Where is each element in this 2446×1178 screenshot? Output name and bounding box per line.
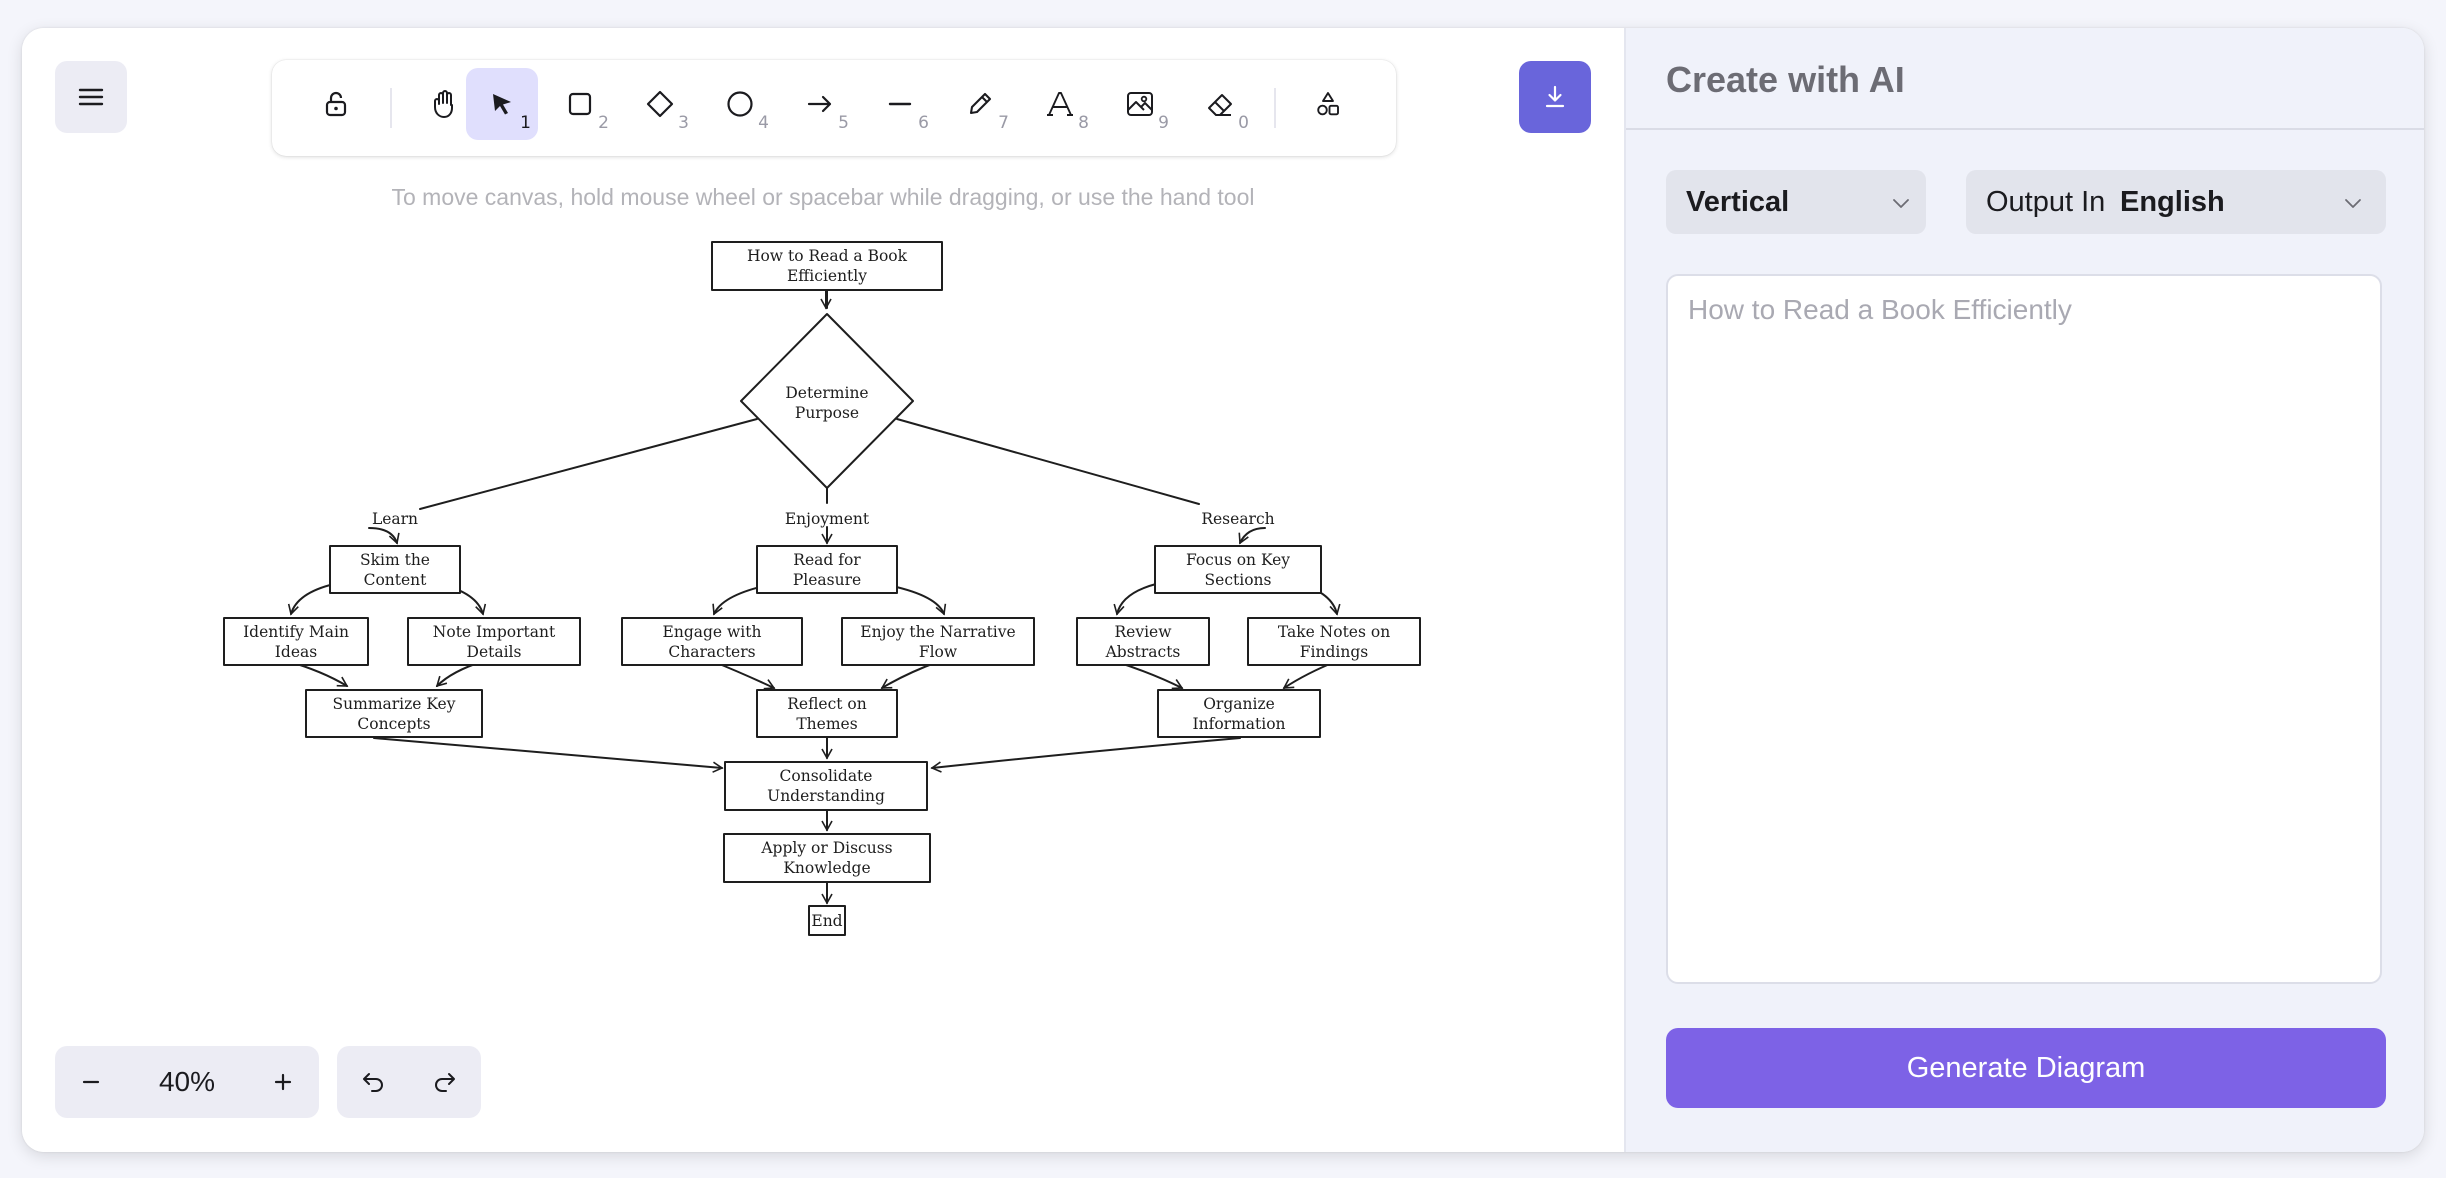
shortcut-key: 2 — [598, 113, 609, 133]
eraser-icon — [1208, 94, 1232, 116]
zoom-level[interactable]: 40% — [158, 1066, 216, 1097]
prompt-input[interactable] — [1666, 274, 2382, 984]
plus-icon — [274, 1073, 292, 1091]
node-end-label: End — [811, 912, 842, 930]
hamburger-menu-icon — [78, 88, 104, 106]
shortcut-key: 3 — [678, 113, 689, 133]
panel-title: Create with AI — [1666, 59, 1905, 100]
lock-tool[interactable] — [300, 68, 372, 140]
draw-tool[interactable]: 7 — [944, 68, 1016, 140]
ai-panel: Create with AI Vertical Output In Englis… — [1624, 28, 2424, 1152]
shortcut-key: 4 — [758, 113, 769, 133]
shortcut-key: 9 — [1158, 113, 1169, 133]
eraser-tool[interactable]: 0 — [1184, 68, 1256, 140]
toolbar: 1 2 3 4 — [272, 60, 1396, 156]
diamond-tool[interactable]: 3 — [624, 68, 696, 140]
zoom-controls: 40% — [55, 1046, 319, 1118]
shapes-icon — [1317, 92, 1339, 116]
output-label: Output In — [1986, 186, 2106, 218]
app-window: 1 2 3 4 — [22, 28, 2424, 1152]
shortcut-key: 1 — [520, 113, 531, 133]
undo-icon — [363, 1073, 383, 1092]
lock-open-icon — [325, 91, 347, 117]
toolbar-divider — [390, 88, 392, 128]
main-menu-button[interactable] — [55, 61, 127, 133]
ellipse-tool[interactable]: 4 — [704, 68, 776, 140]
line-tool[interactable]: 6 — [864, 68, 936, 140]
shortcut-key: 7 — [998, 113, 1009, 133]
shortcut-key: 0 — [1238, 113, 1249, 133]
shortcut-key: 8 — [1078, 113, 1089, 133]
arrow-right-icon — [807, 95, 832, 113]
edge-label-learn: Learn — [372, 510, 418, 528]
shortcut-key: 6 — [918, 113, 929, 133]
redo-button[interactable] — [409, 1046, 481, 1118]
shortcut-key: 5 — [838, 113, 849, 133]
generate-diagram-button[interactable]: Generate Diagram — [1666, 1028, 2386, 1108]
edge-label-enjoyment: Enjoyment — [785, 510, 870, 528]
toolbar-divider — [1274, 88, 1276, 128]
text-tool[interactable]: 8 — [1024, 68, 1096, 140]
zoom-out-button[interactable] — [55, 1046, 127, 1118]
edge-label-research: Research — [1201, 510, 1274, 528]
ellipse-icon — [727, 91, 753, 117]
minus-icon — [82, 1080, 100, 1084]
output-language-value: English — [2120, 186, 2225, 218]
download-icon — [1545, 85, 1565, 108]
image-tool[interactable]: 9 — [1104, 68, 1176, 140]
line-icon — [888, 102, 912, 106]
redo-icon — [435, 1073, 455, 1092]
rectangle-tool[interactable]: 2 — [544, 68, 616, 140]
canvas-hint: To move canvas, hold mouse wheel or spac… — [391, 184, 1255, 210]
direction-value: Vertical — [1686, 186, 1790, 218]
diamond-icon — [646, 90, 674, 118]
panel-divider — [1626, 128, 2424, 130]
arrow-tool[interactable]: 5 — [784, 68, 856, 140]
pencil-icon — [969, 92, 992, 115]
chevron-down-icon — [2345, 199, 2361, 208]
cursor-arrow-icon — [493, 94, 511, 115]
selection-tool[interactable]: 1 — [466, 68, 538, 140]
chevron-down-icon — [1893, 199, 1909, 208]
direction-select[interactable]: Vertical — [1666, 170, 1926, 234]
hand-tool[interactable] — [408, 68, 480, 140]
rectangle-icon — [568, 92, 592, 116]
hand-icon — [434, 90, 453, 118]
zoom-in-button[interactable] — [247, 1046, 319, 1118]
undo-button[interactable] — [337, 1046, 409, 1118]
text-icon — [1047, 92, 1073, 116]
image-icon — [1127, 92, 1153, 116]
more-shapes-tool[interactable] — [1292, 68, 1364, 140]
history-controls — [337, 1046, 481, 1118]
export-download-button[interactable] — [1519, 61, 1591, 133]
canvas[interactable]: 1 2 3 4 — [22, 28, 1624, 1152]
output-language-select[interactable]: Output In English — [1966, 170, 2386, 234]
